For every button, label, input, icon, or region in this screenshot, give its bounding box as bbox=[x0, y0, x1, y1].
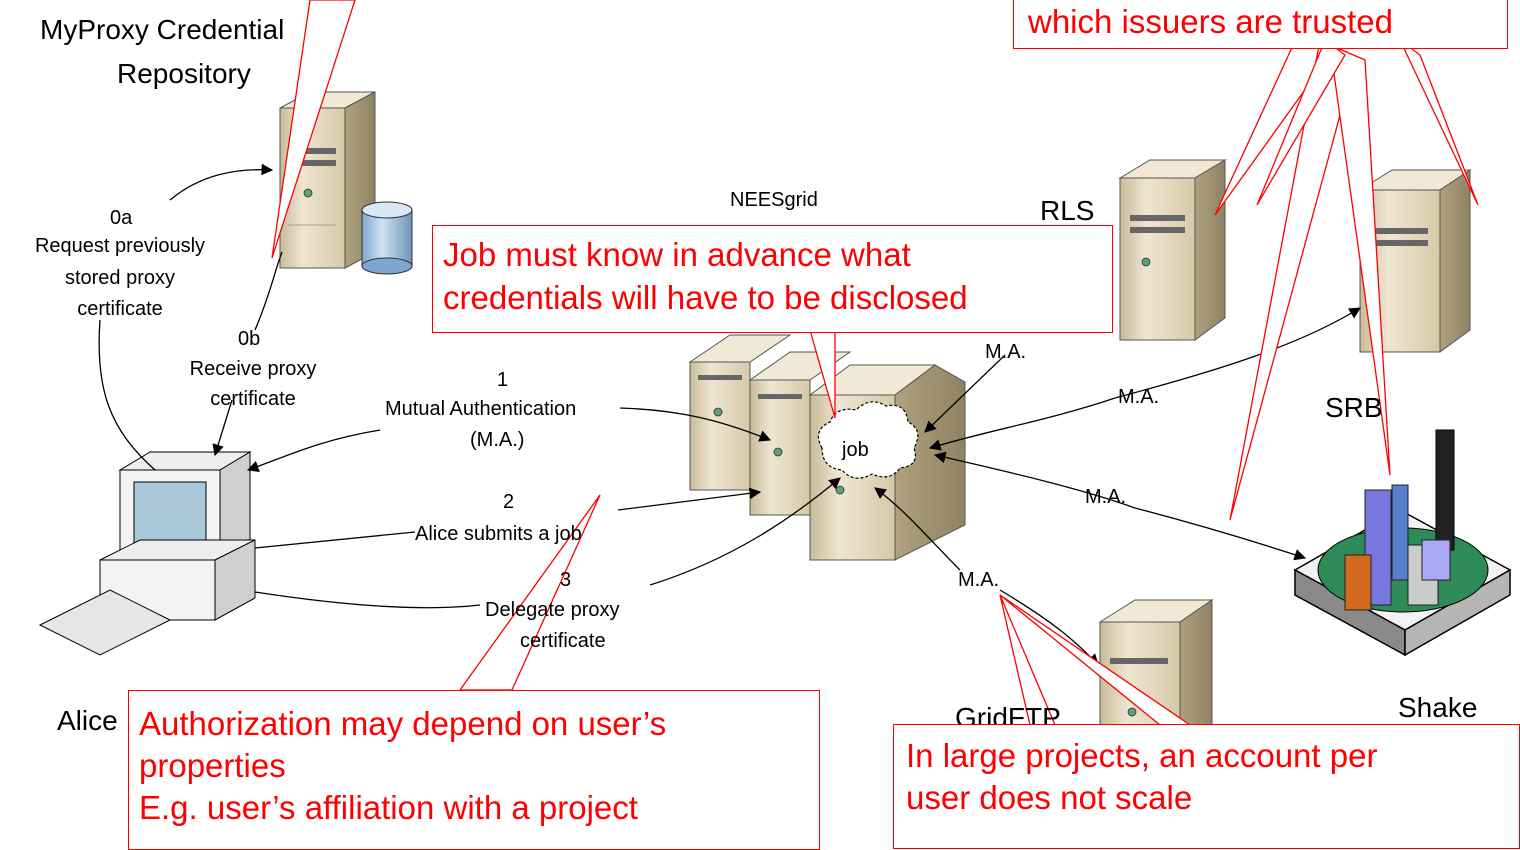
step-0a-text-2: stored proxy bbox=[64, 267, 176, 289]
callout-job-credentials: Job must know in advance what credential… bbox=[432, 225, 1113, 333]
step-1-number: 1 bbox=[497, 369, 509, 391]
myproxy-label-line2: Repository bbox=[117, 58, 251, 89]
callout-job-line1: Job must know in advance what bbox=[443, 236, 911, 273]
callout-authz-line2: properties bbox=[139, 747, 286, 784]
neesgrid-cluster-icon bbox=[688, 334, 966, 561]
alice-computer-icon bbox=[38, 451, 256, 656]
alice-label: Alice bbox=[57, 705, 118, 736]
shake-label: Shake bbox=[1398, 692, 1478, 723]
job-cloud-icon bbox=[817, 401, 919, 479]
callout-scale-line2: user does not scale bbox=[906, 779, 1193, 816]
ma-label-rls: M.A. bbox=[985, 341, 1027, 363]
ma-label-gridftp: M.A. bbox=[958, 569, 1000, 591]
callout-authz-line3: E.g. user’s affiliation with a project bbox=[139, 789, 638, 826]
step-3-text-2: certificate bbox=[520, 630, 606, 652]
rls-server-icon bbox=[1118, 159, 1227, 341]
database-disk-icon bbox=[361, 201, 413, 275]
step-0a-number: 0a bbox=[110, 207, 133, 229]
srb-server-icon bbox=[1358, 169, 1472, 353]
step-3-text-1: Delegate proxy bbox=[485, 599, 620, 621]
step-0b-number: 0b bbox=[238, 328, 261, 350]
ma-label-srb: M.A. bbox=[1118, 386, 1160, 408]
ma-label-shake: M.A. bbox=[1085, 486, 1127, 508]
step-0a-text-3: certificate bbox=[77, 298, 163, 320]
callout-job-line2: credentials will have to be disclosed bbox=[443, 279, 968, 316]
neesgrid-label: NEESgrid bbox=[730, 189, 818, 211]
callout-pointers bbox=[271, 0, 1479, 726]
step-1-text-2: (M.A.) bbox=[470, 429, 525, 451]
step-2-text: Alice submits a job bbox=[415, 523, 582, 545]
step-2-number: 2 bbox=[503, 491, 515, 513]
callout-authorization: Authorization may depend on user’s prope… bbox=[128, 690, 820, 850]
callout-scale-line1: In large projects, an account per bbox=[906, 737, 1378, 774]
callout-trusted-issuers: which issuers are trusted bbox=[1013, 0, 1508, 49]
callout-authz-line1: Authorization may depend on user’s bbox=[139, 705, 667, 742]
shake-city-icon bbox=[1293, 429, 1512, 657]
myproxy-label-line1: MyProxy Credential bbox=[40, 14, 285, 45]
callout-trusted-issuers-text: which issuers are trusted bbox=[1028, 3, 1393, 40]
srb-label: SRB bbox=[1325, 392, 1383, 423]
step-1-text-1: Mutual Authentication bbox=[385, 398, 577, 420]
step-0a-text-1: Request previously bbox=[34, 235, 206, 257]
step-0b-text-2: certificate bbox=[210, 388, 296, 410]
step-3-number: 3 bbox=[560, 569, 572, 591]
job-label: job bbox=[842, 439, 869, 461]
rls-label: RLS bbox=[1040, 195, 1095, 226]
step-0b-text-1: Receive proxy bbox=[189, 358, 317, 380]
callout-account-scaling: In large projects, an account per user d… bbox=[893, 724, 1520, 849]
